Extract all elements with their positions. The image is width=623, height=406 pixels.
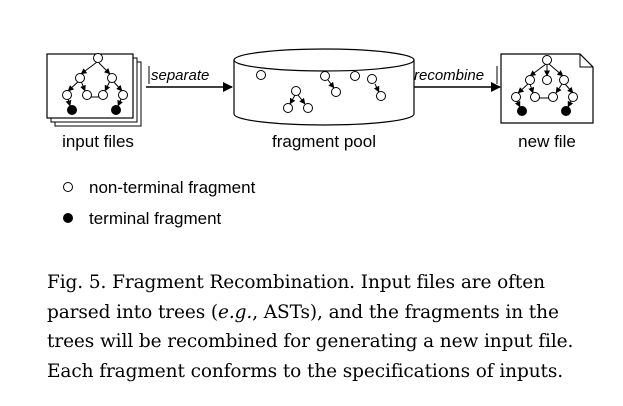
- caption-line-1: Fig. 5. Fragment Recombination. Input fi…: [47, 272, 545, 293]
- legend-filled-circle-icon: [63, 213, 73, 223]
- legend-non-terminal-label: non-terminal fragment: [89, 178, 256, 197]
- recombine-label: recombine: [414, 67, 484, 84]
- figure-caption: Fig. 5. Fragment Recombination. Input fi…: [47, 268, 607, 386]
- separate-label: separate: [151, 67, 209, 84]
- input-files-label: input files: [62, 132, 134, 151]
- caption-line-2-emphasis: e.g.: [218, 301, 253, 323]
- new-file-label: new file: [518, 132, 576, 151]
- fragment-pool-label: fragment pool: [272, 132, 376, 151]
- separate-arrow: separate: [146, 66, 233, 92]
- caption-line-4: Each fragment conforms to the specificat…: [47, 360, 564, 382]
- input-files-stack: [46, 53, 142, 127]
- caption-line-2-start: parsed into trees (: [47, 301, 219, 323]
- caption-line-3: trees will be recombined for generating …: [47, 331, 574, 352]
- recombine-arrow: recombine: [414, 66, 501, 92]
- caption-line-2: parsed into trees (e.g., ASTs), and the …: [47, 298, 607, 328]
- pool-fragments: [256, 70, 386, 113]
- legend-hollow-circle-icon: [63, 182, 73, 192]
- caption-line-2-end: , ASTs), and the fragments in the: [252, 301, 559, 323]
- input-file-tree: [62, 53, 128, 115]
- legend: non-terminal fragment terminal fragment: [63, 178, 256, 228]
- new-file-tree: [511, 55, 578, 116]
- fragment-pool-cylinder: [233, 48, 415, 126]
- new-file-document: [500, 53, 594, 124]
- legend-terminal-label: terminal fragment: [89, 209, 222, 228]
